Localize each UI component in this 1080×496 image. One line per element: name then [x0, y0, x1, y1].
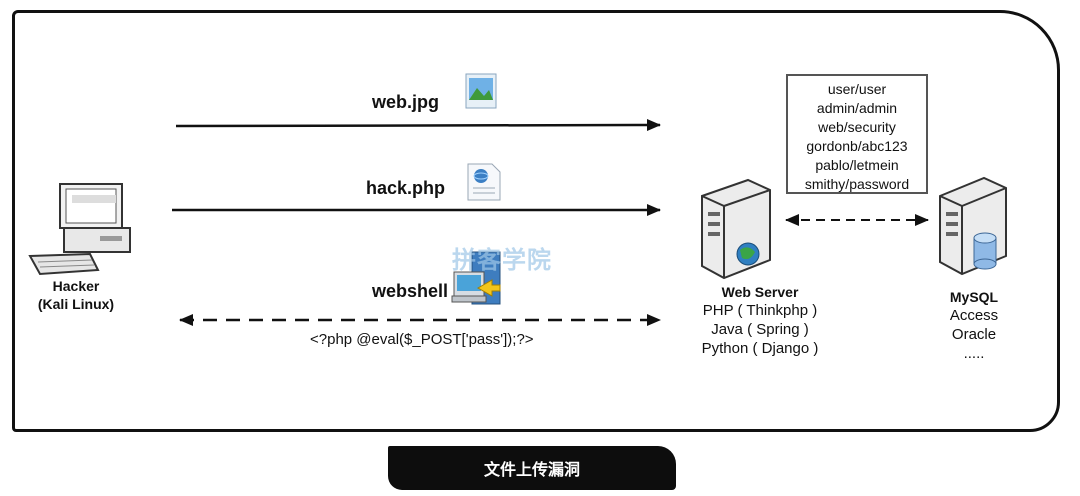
- hacker-title: Hacker (Kali Linux): [24, 277, 128, 313]
- web-server-stack-php: PHP ( Thinkphp ): [702, 302, 818, 319]
- hacker-computer-icon: [28, 183, 131, 276]
- caption-banner: 文件上传漏洞: [388, 446, 676, 490]
- php-file-icon: [467, 163, 501, 201]
- caption-text: 文件上传漏洞: [483, 462, 580, 479]
- upload-php-label: hack.php: [366, 178, 446, 198]
- database-item-more: .....: [963, 345, 985, 362]
- database-item-access: Access: [949, 307, 999, 324]
- database-title: MySQL: [949, 289, 999, 305]
- image-file-icon: [465, 73, 497, 109]
- database-item-oracle: Oracle: [951, 326, 997, 343]
- web-server-stack-python: Python ( Django ): [701, 340, 819, 357]
- credential-item: smithy/password: [804, 176, 910, 192]
- globe-icon: [736, 242, 760, 266]
- credential-item: pablo/letmein: [815, 157, 899, 173]
- watermark-text: 拼客学院: [452, 247, 552, 274]
- web-server-stack-java: Java ( Spring ): [711, 321, 809, 338]
- credential-item: admin/admin: [816, 100, 898, 116]
- web-server-title: Web Server: [721, 284, 799, 300]
- hacker-title-line2: (Kali Linux): [37, 296, 115, 312]
- webshell-icon: [451, 251, 501, 305]
- webshell-label: webshell: [372, 281, 449, 301]
- webshell-code: <?php @eval($_POST['pass']);?>: [310, 331, 534, 348]
- upload-jpg-label: web.jpg: [372, 92, 439, 112]
- web-server-icon: [701, 178, 771, 280]
- credentials-box: user/user admin/admin web/security gordo…: [786, 74, 928, 194]
- credential-item: user/user: [827, 81, 887, 97]
- credential-item: web/security: [818, 119, 896, 135]
- web-server-label-group: Web Server PHP ( Thinkphp ) Java ( Sprin…: [680, 283, 840, 358]
- diagram-frame: [12, 10, 1060, 432]
- database-label-group: MySQL Access Oracle .....: [932, 288, 1016, 363]
- credential-item: gordonb/abc123: [806, 138, 908, 154]
- upload-jpg-arrow: [175, 119, 661, 132]
- hacker-title-line1: Hacker: [52, 278, 100, 294]
- database-cylinder-icon: [973, 232, 997, 270]
